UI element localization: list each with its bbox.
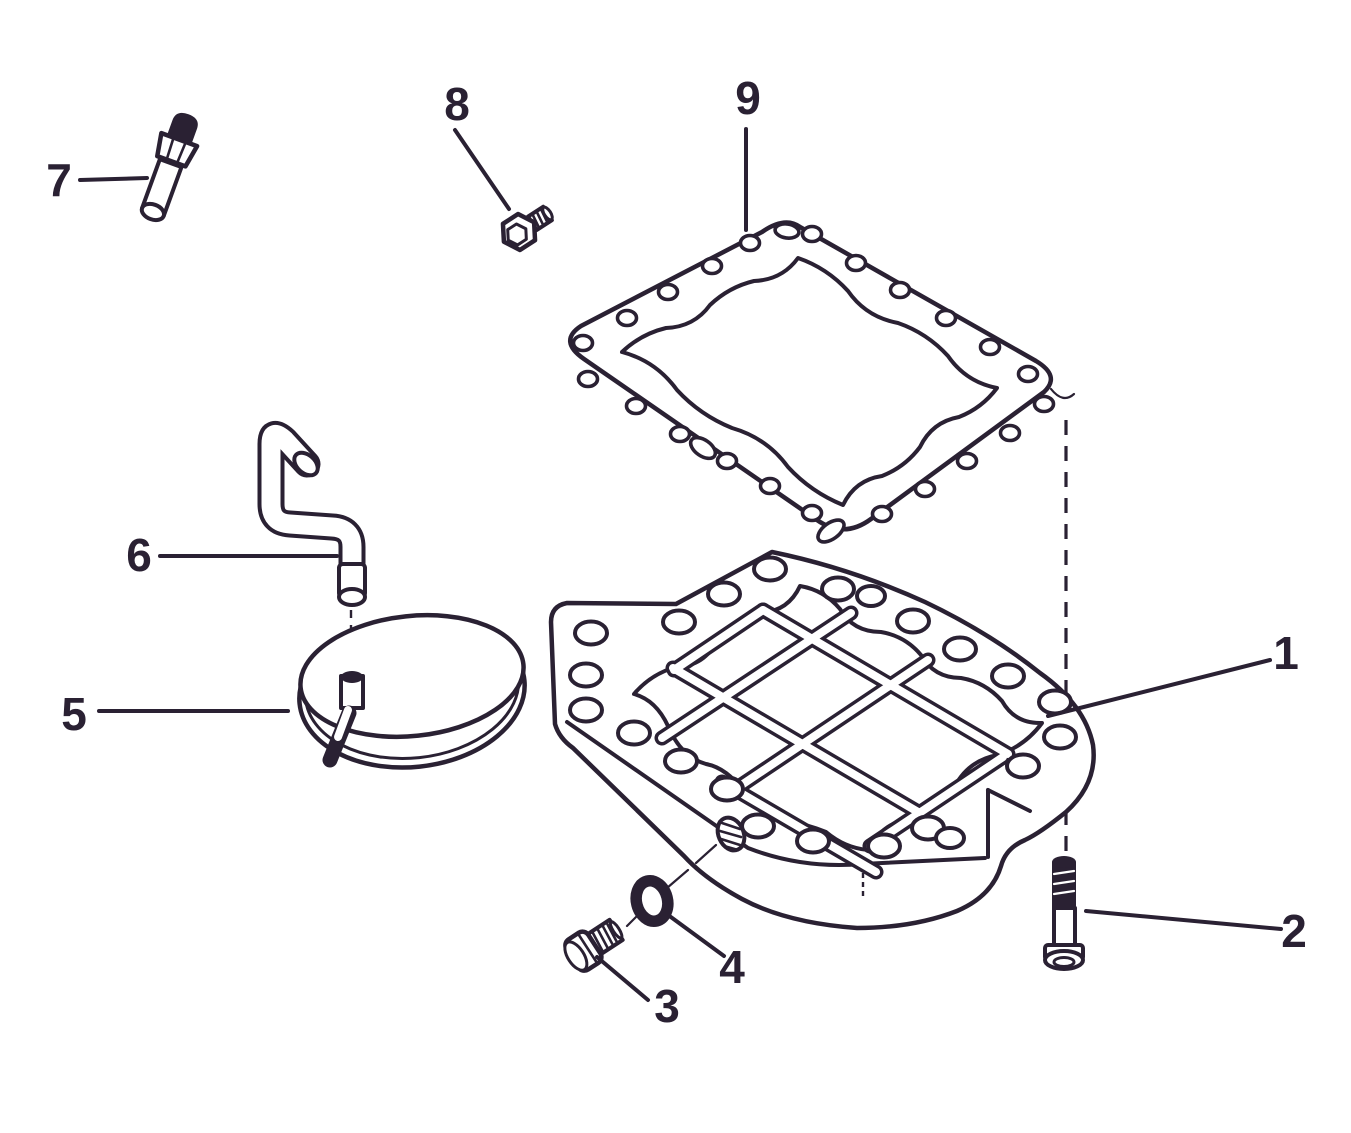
callout-3-label: 3 bbox=[654, 980, 680, 1032]
oil-pan-right-flange-edge bbox=[986, 788, 1032, 813]
callout-8-leader bbox=[453, 128, 511, 211]
callout-7-label: 7 bbox=[46, 154, 72, 206]
callout-labels: 1 2 3 4 5 6 7 8 9 bbox=[46, 72, 1307, 1032]
part-7-stud bbox=[139, 112, 200, 223]
callout-2-leader bbox=[1084, 909, 1283, 931]
callout-7-leader bbox=[78, 176, 149, 182]
gasket-inner-edge bbox=[620, 256, 999, 507]
part-2-flange-bolt bbox=[1043, 856, 1085, 971]
part-8-hex-bolt bbox=[500, 204, 554, 253]
stud-cap bbox=[167, 112, 198, 145]
part-1-oil-pan bbox=[548, 549, 1096, 931]
callout-1-label: 1 bbox=[1273, 627, 1299, 679]
part-6-oil-pickup-tube bbox=[257, 420, 367, 607]
callout-1-leader bbox=[1046, 658, 1272, 718]
callout-3-leader bbox=[595, 955, 650, 1002]
drain-port-leader-dashes bbox=[625, 843, 718, 928]
part-9-oil-pan-gasket bbox=[568, 220, 1056, 544]
callout-9-label: 9 bbox=[735, 72, 761, 124]
callout-6-label: 6 bbox=[126, 529, 152, 581]
oil-pan-flange-holes bbox=[568, 555, 1078, 860]
part-4-drain-plug-oring bbox=[630, 875, 674, 927]
callout-4-label: 4 bbox=[719, 941, 745, 993]
part-3-drain-plug bbox=[563, 917, 625, 973]
callout-4-leader bbox=[662, 910, 726, 958]
callout-8-label: 8 bbox=[444, 78, 470, 130]
callout-5-label: 5 bbox=[61, 688, 87, 740]
gasket-bolt-holes bbox=[571, 222, 1056, 544]
callout-2-label: 2 bbox=[1281, 905, 1307, 957]
tube-open-end bbox=[292, 450, 320, 478]
callout-leaders bbox=[78, 127, 1283, 1002]
strainer-retainer-pin bbox=[322, 705, 357, 768]
oil-pan-drain-port bbox=[715, 815, 747, 853]
oil-pan-baffle-ribs bbox=[654, 602, 1016, 880]
part-5-oil-strainer bbox=[297, 612, 527, 770]
gasket-hole-hook-mark bbox=[1049, 387, 1076, 400]
